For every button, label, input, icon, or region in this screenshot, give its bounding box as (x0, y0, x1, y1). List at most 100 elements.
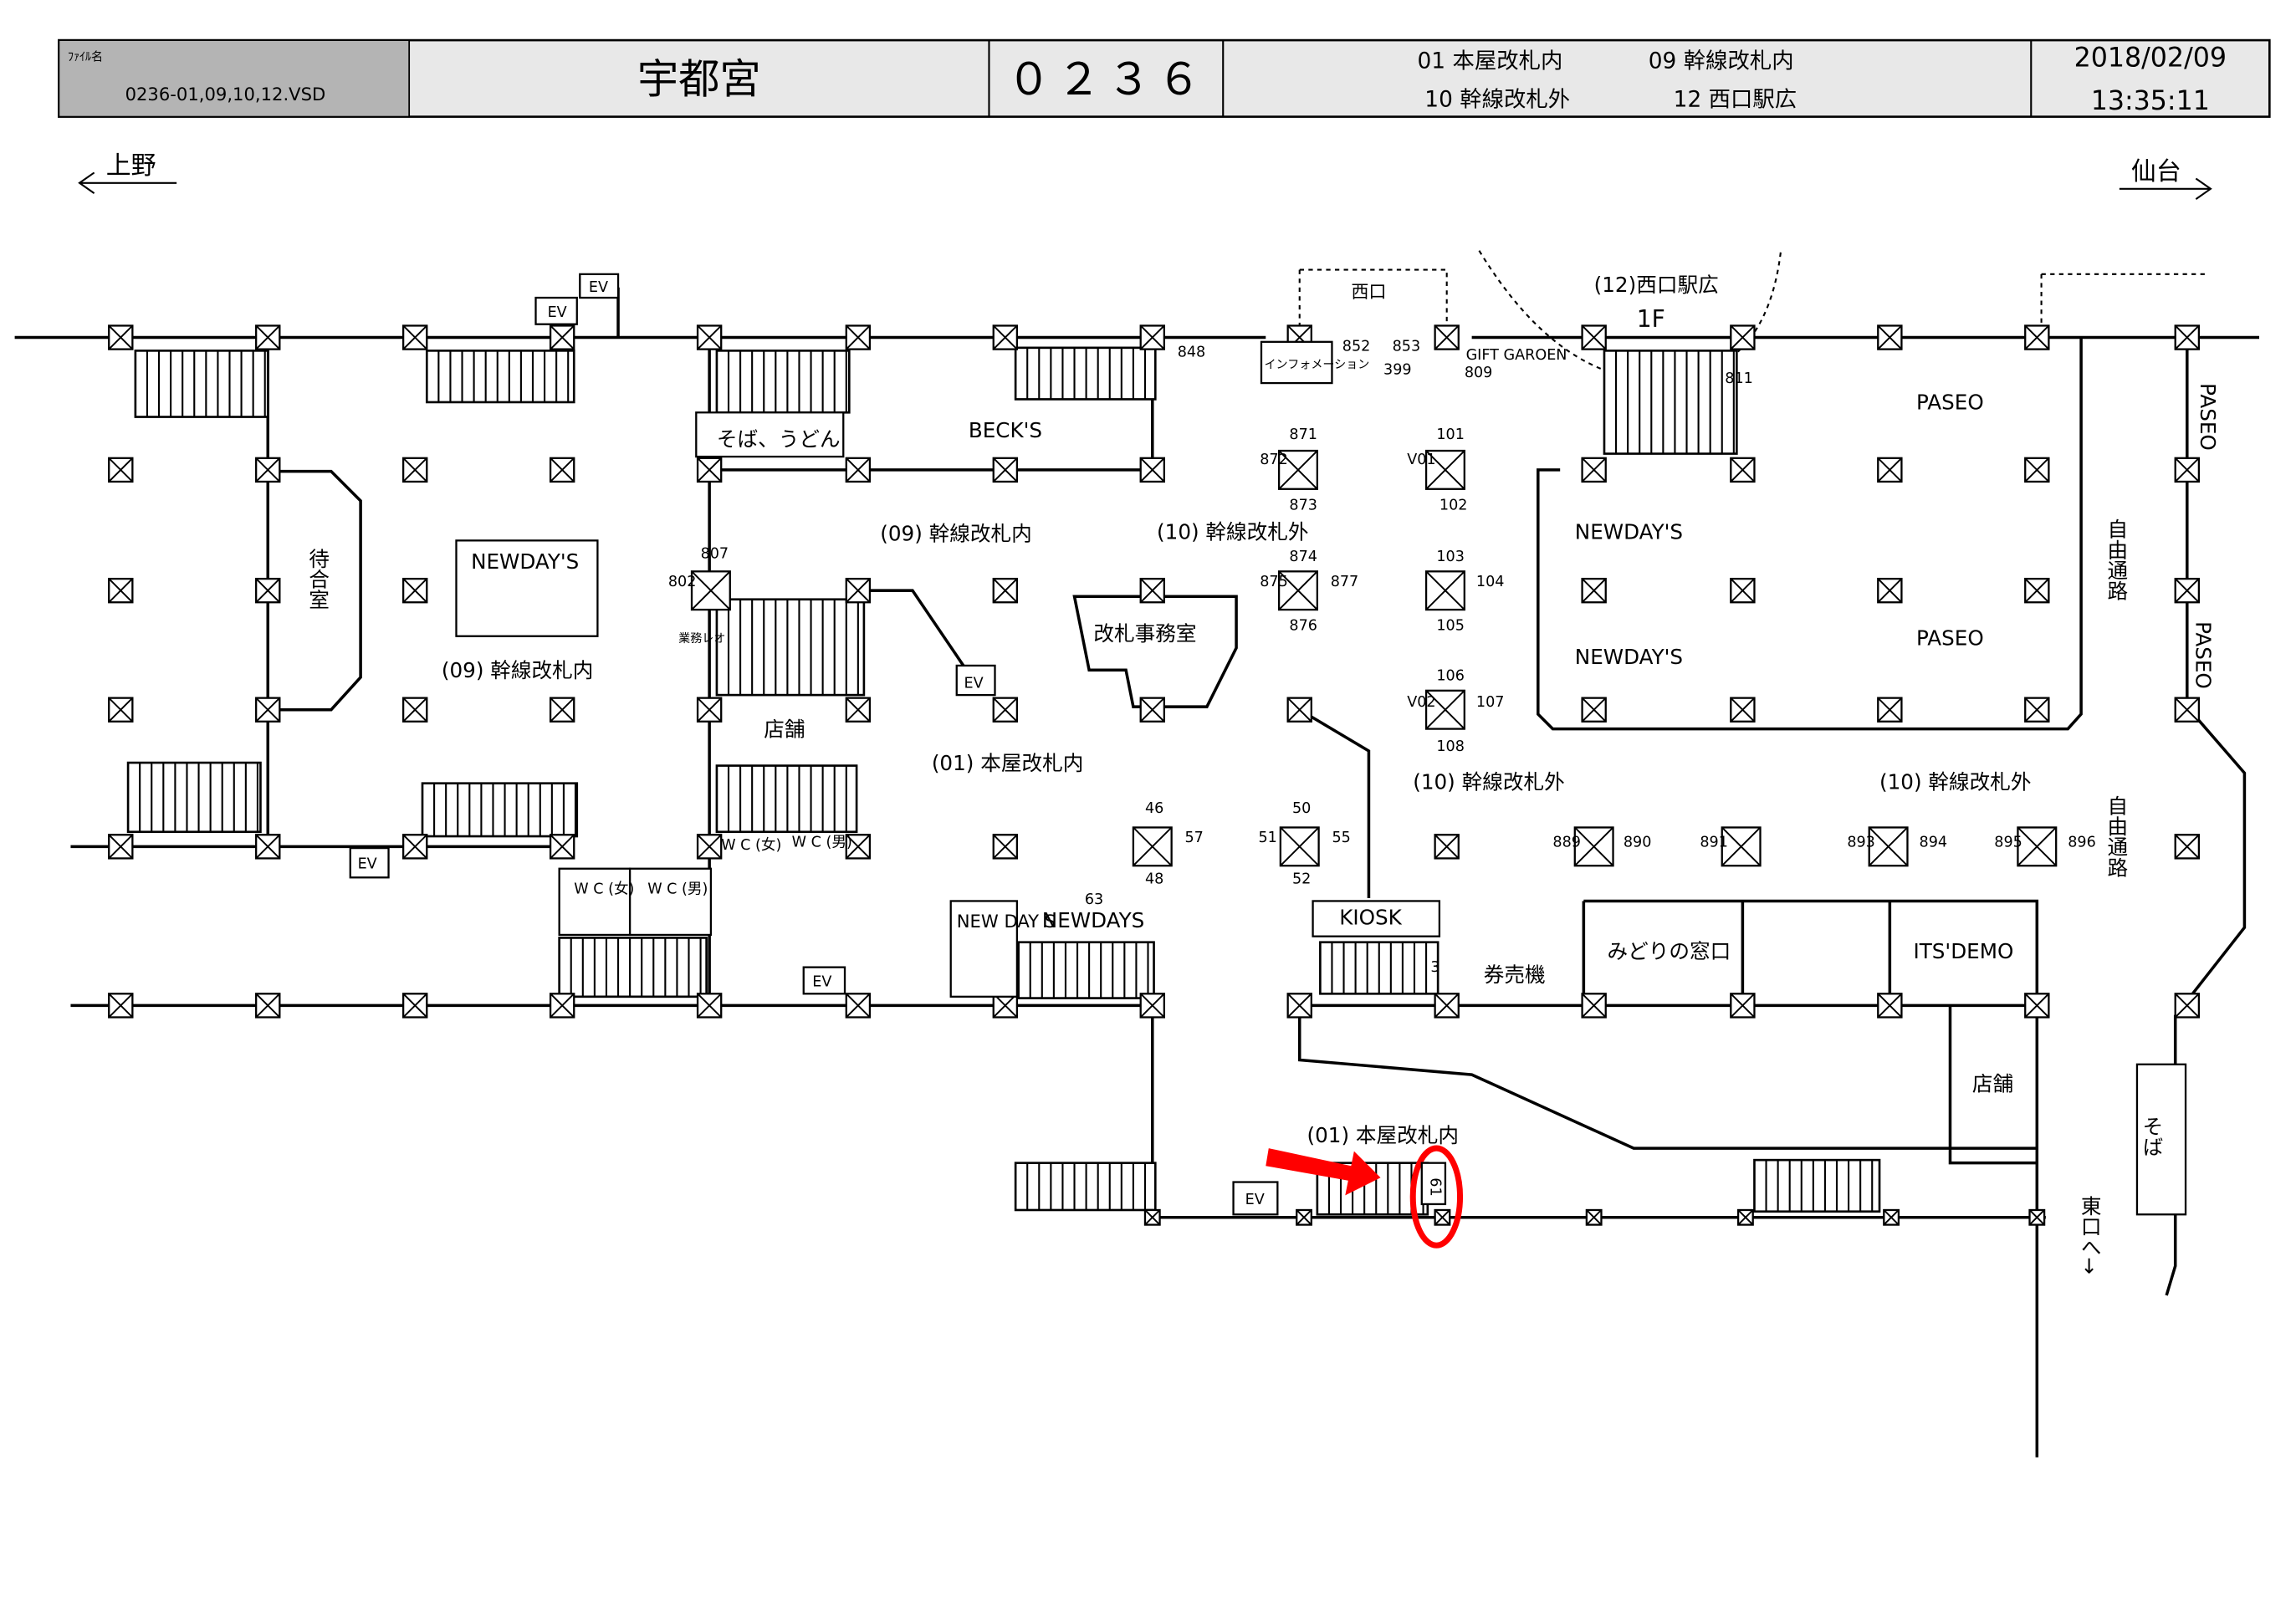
label-ev: EV (964, 675, 984, 692)
pillar (1279, 826, 1320, 867)
pillar (108, 993, 134, 1019)
pillar (1730, 993, 1756, 1019)
pillar (1573, 826, 1614, 867)
stairs (421, 782, 579, 838)
ad-number: 106 (1436, 668, 1465, 685)
direction-right: 仙台 (2119, 157, 2212, 200)
pillar (696, 324, 723, 350)
pillar (2024, 324, 2050, 350)
ad-number: 895 (1994, 834, 2022, 850)
label-west-exit: 西口 (1351, 281, 1386, 302)
label-wc-men: W C (男) (647, 881, 708, 898)
pillar (1730, 324, 1756, 350)
ad-number: 809 (1465, 365, 1493, 381)
ad-number: 102 (1439, 497, 1468, 513)
ad-number: 107 (1476, 694, 1505, 711)
pillar (1581, 577, 1607, 604)
area-12: 12 西口駅広 (1674, 87, 1797, 112)
ad-number: 46 (1145, 800, 1163, 817)
label-becks: BECK'S (969, 418, 1042, 442)
time: 13:35:11 (2091, 86, 2210, 116)
direction-left: 上野 (78, 151, 177, 194)
pillar (108, 324, 134, 350)
pillar (2174, 834, 2201, 860)
ad-number: 877 (1331, 574, 1359, 590)
pillar (992, 577, 1019, 604)
label-zone10: (10) 幹線改札外 (1157, 520, 1309, 544)
pillar (1139, 324, 1165, 350)
ad-number: 802 (668, 574, 697, 590)
label-kiosk: KIOSK (1339, 906, 1402, 930)
pillar (108, 834, 134, 860)
label-wc-men: W C (男) (792, 834, 852, 850)
ad-number: 874 (1289, 549, 1317, 565)
label-ev: EV (548, 304, 567, 321)
pillar (255, 993, 281, 1019)
label-waiting-room: 待合室 (306, 548, 330, 610)
label-newdays-small: NEW DAY S (957, 911, 1056, 932)
pillar (1296, 1208, 1312, 1226)
pillar (1877, 993, 1903, 1019)
pillar (2028, 1208, 2046, 1226)
label-paseo: PASEO (1916, 391, 1984, 415)
pillar (1877, 577, 1903, 604)
date: 2018/02/09 (2074, 43, 2227, 74)
pillar (2024, 577, 2050, 604)
label-ev: EV (812, 974, 831, 991)
ad-number: 889 (1552, 834, 1581, 850)
ad-number: 399 (1383, 362, 1412, 379)
pillar (401, 577, 428, 604)
ad-number: 894 (1920, 834, 1948, 850)
ad-number: 852 (1342, 338, 1371, 355)
stairs (1014, 346, 1157, 401)
pillar (845, 324, 872, 350)
pillar (1143, 1208, 1161, 1226)
label-ticket-office: 改札事務室 (1093, 621, 1196, 646)
arrow-left-icon (78, 171, 177, 194)
pillar (549, 834, 575, 860)
pillar (255, 324, 281, 350)
label-free-passage: 自由通路 (2104, 518, 2129, 601)
rooms (349, 273, 2187, 1216)
label-zone09: (09) 幹線改札内 (442, 658, 594, 682)
stairs (715, 598, 866, 697)
label-information: インフォメーション (1265, 358, 1370, 371)
station-name: 宇都宮 (637, 54, 761, 103)
pillar (2174, 697, 2201, 723)
area-10: 10 幹線改札外 (1424, 87, 1570, 112)
pillar (108, 577, 134, 604)
label-newdays: NEWDAY'S (471, 549, 579, 574)
stairs (558, 937, 708, 998)
ad-number: 52 (1292, 871, 1311, 887)
ad-number: 55 (1332, 830, 1350, 846)
ad-number: 872 (1260, 452, 1288, 468)
pillar (1132, 826, 1173, 867)
pillar (401, 993, 428, 1019)
ad-number: 893 (1847, 834, 1875, 850)
stairs (1319, 941, 1439, 995)
pillar (696, 993, 723, 1019)
pillars (108, 324, 2201, 1226)
stairs (1603, 350, 1738, 455)
pillar (845, 993, 872, 1019)
label-newdays: NEWDAYS (1042, 908, 1144, 932)
label-paseo: PASEO (1916, 626, 1984, 650)
label-newdays: NEWDAY'S (1575, 520, 1683, 544)
pillar (1139, 993, 1165, 1019)
pillar (845, 834, 872, 860)
pillar (1581, 324, 1607, 350)
pillar (1424, 449, 1465, 490)
pillar (255, 457, 281, 483)
pillar (690, 570, 731, 611)
pillar (1424, 570, 1465, 611)
pillar (1868, 826, 1909, 867)
label-ev: EV (589, 279, 608, 296)
pillar (1877, 457, 1903, 483)
label-zone09: (09) 幹線改札内 (880, 521, 1032, 545)
ad-number: 873 (1289, 497, 1317, 513)
pillar (2024, 993, 2050, 1019)
ad-number: 108 (1436, 738, 1465, 755)
direction-ueno: 上野 (106, 151, 156, 181)
label-zone12: (12)西口駅広 (1594, 273, 1719, 297)
